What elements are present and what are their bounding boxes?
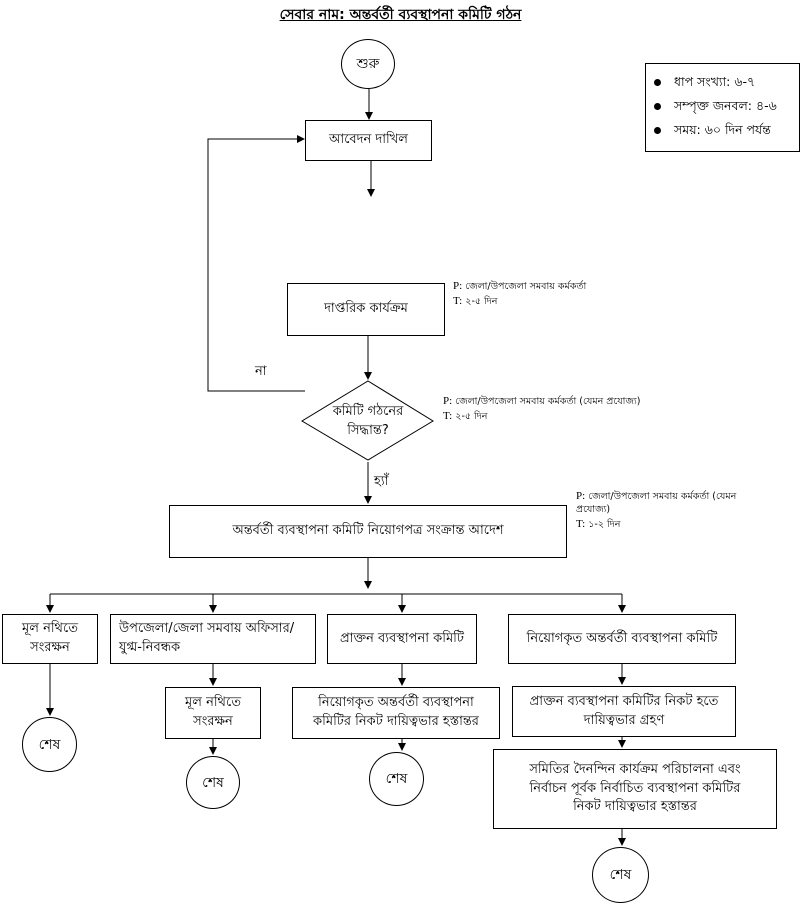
archive-box-1: মূল নথিতেসংরক্ষন <box>2 614 98 664</box>
end-node-4: শেষ <box>592 847 649 903</box>
office-work-note: P: জেলা/উপজেলা সমবায় কর্মকর্তা T: ২-৫ দ… <box>453 280 587 307</box>
cooperative-officer-box: উপজেলা/জেলা সমবায় অফিসার/যুগ্ম-নিবন্ধক <box>110 614 316 664</box>
edge-label-no: না <box>255 364 267 379</box>
bullet-icon <box>654 79 661 86</box>
bullet-icon <box>654 103 661 110</box>
decision-diamond <box>301 380 434 461</box>
submit-application-box: আবেদন দাখিল <box>305 120 432 161</box>
order-note: P: জেলা/উপজেলা সমবায় কর্মকর্তা (যেমন প্… <box>576 490 737 530</box>
office-work-box: দাপ্তরিক কার্যক্রম <box>287 283 445 336</box>
daily-operations-box: সমিতির দৈনন্দিন কার্যক্রম পরিচালনা এবংনি… <box>493 749 777 829</box>
decision-label: কমিটি গঠনের সিদ্ধান্ত? <box>332 404 404 438</box>
end-node-1: শেষ <box>22 717 77 772</box>
bullet-icon <box>654 127 661 134</box>
appointment-order-box: অন্তর্বর্তী ব্যবস্থাপনা কমিটি নিয়োগপত্র… <box>169 505 567 558</box>
legend-box: ধাপ সংখ্যা: ৬-৭ সম্পৃক্ত জনবল: ৪-৬ সময়:… <box>645 63 800 152</box>
archive-box-2: মূল নথিতেসংরক্ষন <box>165 687 261 739</box>
start-node: শুরু <box>341 39 395 89</box>
handover-to-interim-box: নিয়োগকৃত অন্তর্বর্তী ব্যবস্থাপনাকমিটির … <box>292 687 500 739</box>
end-node-2: শেষ <box>186 756 240 809</box>
edge-label-yes: হ্যাঁ <box>374 474 389 489</box>
end-node-3: শেষ <box>369 752 424 806</box>
legend-item-time: সময়: ৬০ দিন পর্যন্ত <box>652 118 799 142</box>
decision-note: P: জেলা/উপজেলা সমবায় কর্মকর্তা (যেমন প্… <box>443 395 641 422</box>
take-charge-box: প্রাক্তন ব্যবস্থাপনা কমিটির নিকট হতেদায়… <box>512 686 736 737</box>
legend-item-steps: ধাপ সংখ্যা: ৬-৭ <box>652 70 799 94</box>
interim-committee-box: নিয়োগকৃত অন্তর্বর্তী ব্যবস্থাপনা কমিটি <box>508 614 736 664</box>
former-committee-box: প্রাক্তন ব্যবস্থাপনা কমিটি <box>327 614 477 664</box>
legend-item-staff: সম্পৃক্ত জনবল: ৪-৬ <box>652 94 799 118</box>
page-title: সেবার নাম: অন্তর্বর্তী ব্যবস্থাপনা কমিটি… <box>279 7 522 23</box>
